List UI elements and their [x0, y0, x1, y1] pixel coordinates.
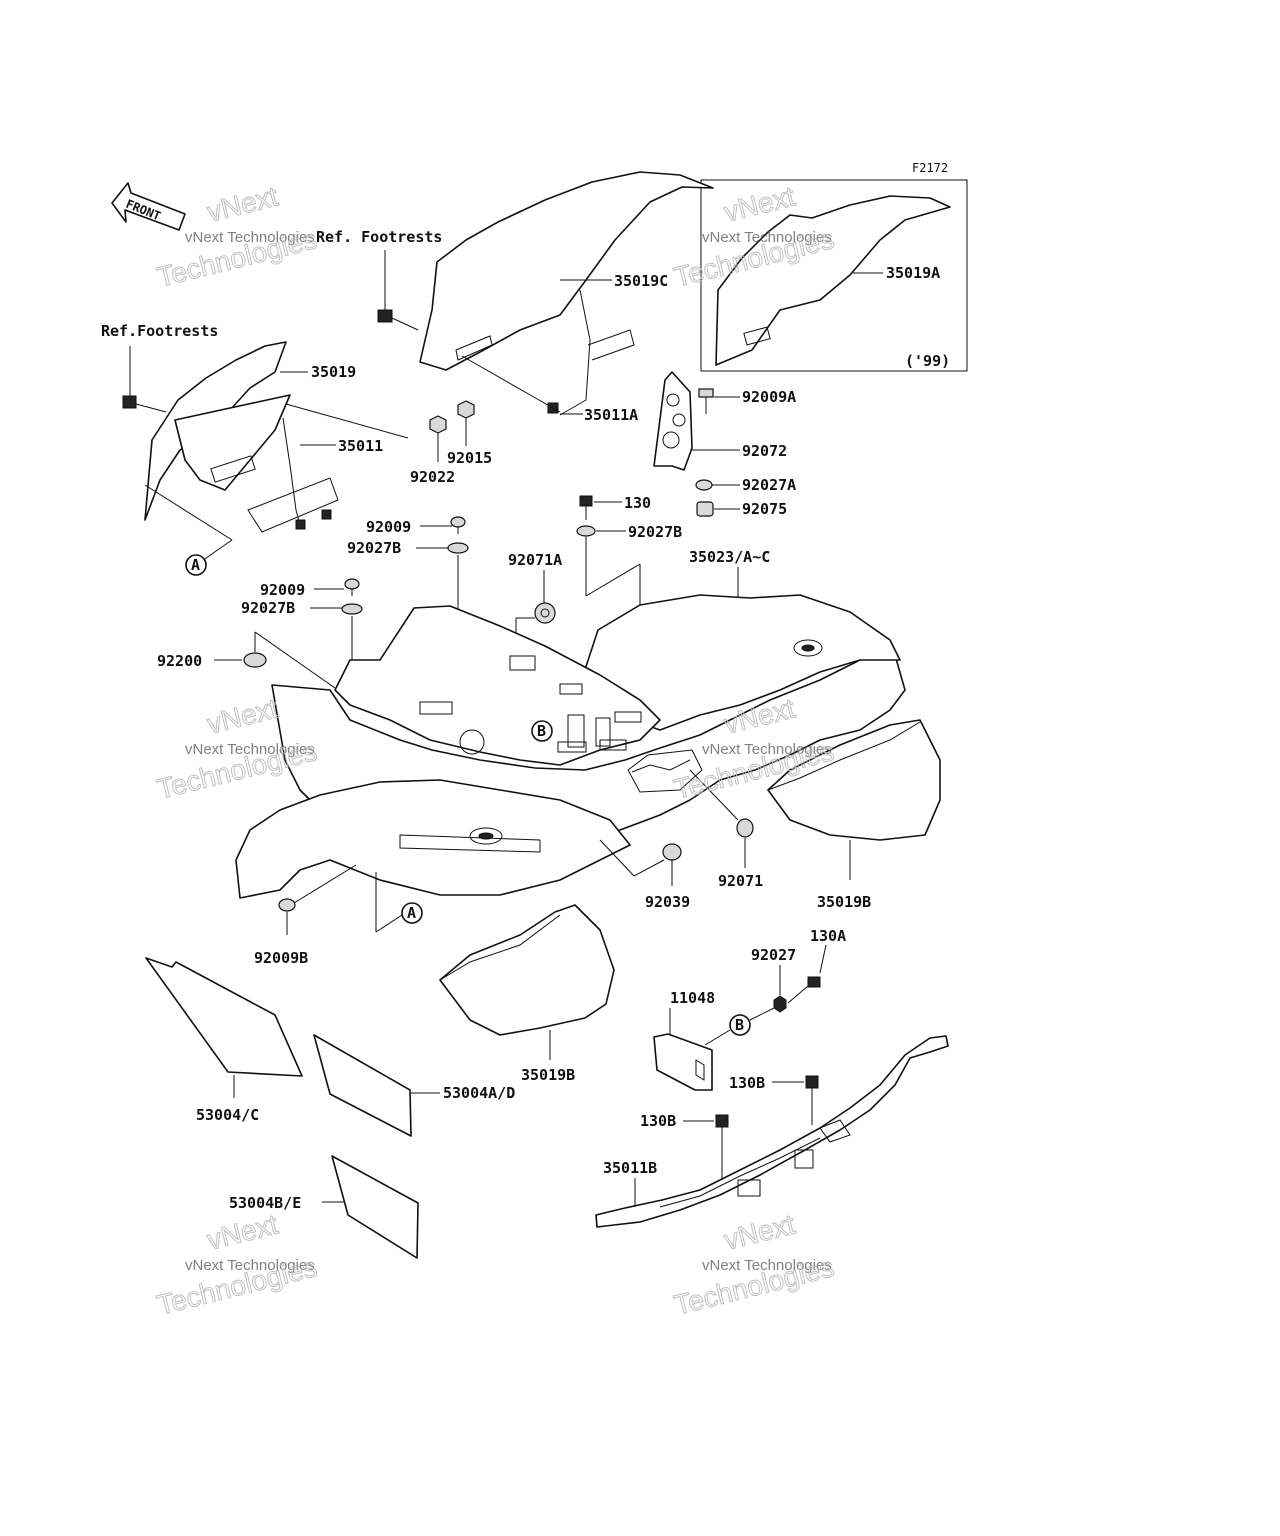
- marker-a: [185, 554, 207, 576]
- marker-b-lower: [729, 1014, 751, 1036]
- part-92071A: 92071A: [508, 551, 562, 569]
- part-92009B: 92009B: [254, 949, 308, 967]
- rear-body-35023: [235, 594, 906, 899]
- svg-text:vNext Technologies: vNext Technologies: [702, 229, 832, 246]
- part-35019: 35019: [311, 363, 356, 381]
- decal-53004BE: [331, 1155, 419, 1259]
- ref-footrests-left: Ref.Footrests: [101, 322, 218, 340]
- svg-text:vNext Technologies: vNext Technologies: [702, 741, 832, 758]
- part-92075: 92075: [742, 500, 787, 518]
- watermark: vNext Technologies vNext Technologies: [153, 180, 320, 293]
- washer-icon: [341, 603, 363, 615]
- washer-icon: [576, 525, 596, 537]
- part-35019B-1: 35019B: [817, 893, 871, 911]
- figure-code: F2172: [912, 161, 948, 175]
- bolt-icon: [787, 976, 821, 1004]
- bolt-icon: [344, 578, 360, 596]
- bolt-icon: [377, 250, 419, 331]
- bracket-11048: [653, 1033, 713, 1091]
- bolt-icon: [805, 1075, 819, 1125]
- bolt-icon: [579, 495, 593, 520]
- decal-53004AD: [313, 1034, 412, 1137]
- bracket-92072: [653, 371, 693, 471]
- bolt-icon: [450, 516, 466, 534]
- part-35019C: 35019C: [614, 272, 668, 290]
- part-35011A: 35011A: [584, 406, 638, 424]
- inset-box: F2172 35019A ('99): [700, 161, 968, 372]
- bolt-icon: [662, 843, 682, 886]
- part-11048: 11048: [670, 989, 715, 1007]
- part-92039: 92039: [645, 893, 690, 911]
- grommet-icon: [243, 652, 267, 668]
- bolt-icon: [698, 388, 714, 414]
- part-130: 130: [624, 494, 651, 512]
- part-53004C: 53004/C: [196, 1106, 259, 1124]
- decal-53004C: [145, 957, 303, 1077]
- part-92027B-1: 92027B: [347, 539, 401, 557]
- washer-icon: [695, 479, 713, 491]
- part-92027: 92027: [751, 946, 796, 964]
- part-92027B-2: 92027B: [628, 523, 682, 541]
- marker-b-body: [531, 720, 553, 742]
- bracket-35011A: [461, 289, 635, 416]
- svg-text:vNext: vNext: [204, 692, 281, 739]
- grommet-icon: [534, 602, 556, 624]
- part-53004BE: 53004B/E: [229, 1194, 301, 1212]
- front-arrow-icon: FRONT: [111, 182, 186, 231]
- nut-icon: [773, 995, 787, 1013]
- marker-a-lower: [401, 902, 423, 924]
- svg-text:vNext Technologies: vNext Technologies: [185, 1257, 315, 1274]
- watermark: vNext Technologies vNext Technologies: [153, 1208, 320, 1321]
- svg-text:vNext: vNext: [204, 1208, 281, 1255]
- svg-text:vNext: vNext: [721, 1208, 798, 1255]
- marker-b-lower-label: B: [735, 1016, 744, 1034]
- part-92072: 92072: [742, 442, 787, 460]
- part-92200: 92200: [157, 652, 202, 670]
- bolt-icon: [122, 346, 167, 413]
- washer-icon: [447, 542, 469, 554]
- part-35023: 35023/A~C: [689, 548, 770, 566]
- part-92071: 92071: [718, 872, 763, 890]
- part-53004AD: 53004A/D: [443, 1084, 515, 1102]
- part-130A: 130A: [810, 927, 846, 945]
- part-92009-1: 92009: [366, 518, 411, 536]
- watermark: vNext Technologies vNext Technologies: [670, 1208, 837, 1321]
- part-92009A: 92009A: [742, 388, 796, 406]
- svg-text:vNext Technologies: vNext Technologies: [185, 741, 315, 758]
- marker-a-lower-label: A: [407, 904, 416, 922]
- part-35019B-2: 35019B: [521, 1066, 575, 1084]
- part-130B-2: 130B: [640, 1112, 676, 1130]
- grommet-icon: [457, 400, 475, 419]
- ref-footrests-top: Ref. Footrests: [316, 228, 442, 246]
- part-130B-1: 130B: [729, 1074, 765, 1092]
- marker-a-label: A: [191, 556, 200, 574]
- fender-35019C: [419, 171, 714, 371]
- part-35011: 35011: [338, 437, 383, 455]
- mudflap-35019B-lower: [439, 904, 615, 1036]
- part-92009-2: 92009: [260, 581, 305, 599]
- svg-text:vNext: vNext: [204, 180, 281, 227]
- bolt-icon: [278, 864, 357, 912]
- inset-note: ('99): [905, 352, 950, 370]
- marker-b-body-label: B: [537, 722, 546, 740]
- part-35019A: 35019A: [886, 264, 940, 282]
- fender-35019: [144, 341, 291, 521]
- part-35011B: 35011B: [603, 1159, 657, 1177]
- bracket-35011: [247, 417, 339, 533]
- part-92015: 92015: [447, 449, 492, 467]
- grommet-icon: [736, 818, 754, 838]
- part-92027A: 92027A: [742, 476, 796, 494]
- svg-text:vNext Technologies: vNext Technologies: [185, 229, 315, 246]
- svg-text:vNext Technologies: vNext Technologies: [702, 1257, 832, 1274]
- mudflap-35019B-right: [767, 719, 941, 841]
- grommet-icon: [696, 501, 714, 517]
- frame-35011B: [595, 1035, 949, 1228]
- part-92022: 92022: [410, 468, 455, 486]
- nut-icon: [429, 415, 447, 434]
- part-92027B-3: 92027B: [241, 599, 295, 617]
